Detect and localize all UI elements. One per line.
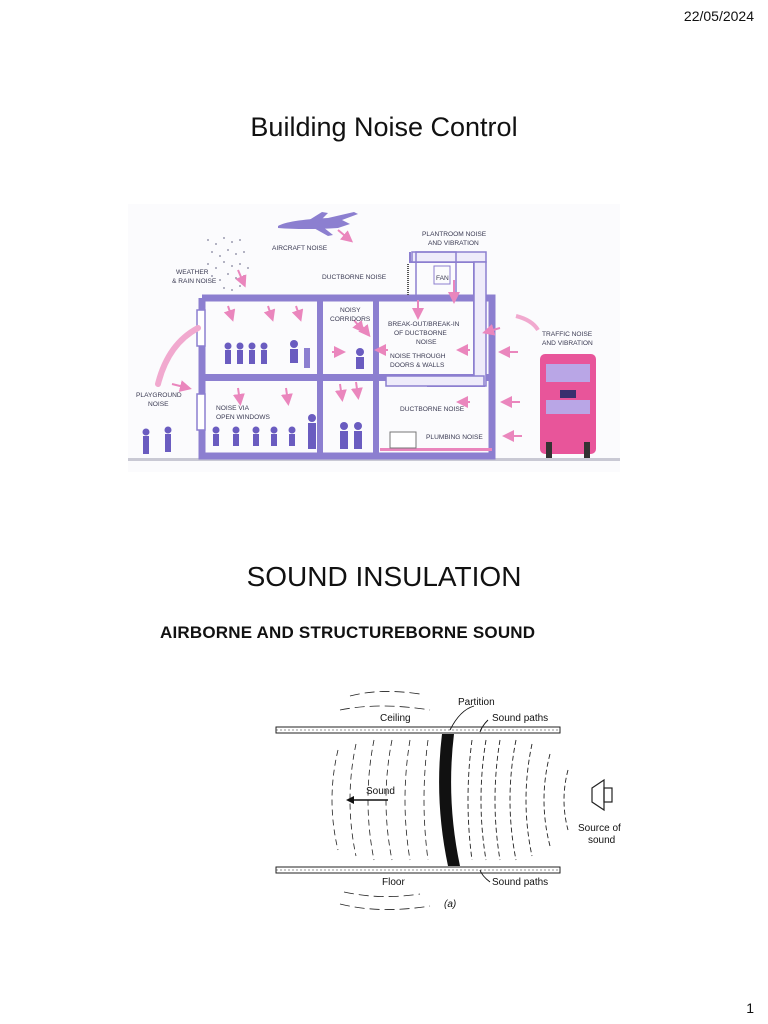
label-ductborne-top: DUCTBORNE NOISE <box>322 274 387 281</box>
label-partition: Partition <box>458 697 495 708</box>
label-breakout-2: OF DUCTBORNE <box>394 330 447 337</box>
figure-caption: (a) <box>444 899 456 910</box>
slide-date: 22/05/2024 <box>683 8 754 24</box>
label-playground-2: NOISE <box>148 401 169 408</box>
label-windows-2: OPEN WINDOWS <box>216 414 270 421</box>
label-sound-paths-top: Sound paths <box>492 713 548 724</box>
slide-title-building-noise: Building Noise Control <box>250 112 518 142</box>
sound-paths-diagram: Partition Ceiling Sound paths Sound Sour… <box>270 684 640 916</box>
label-breakout-1: BREAK-OUT/BREAK-IN <box>388 321 460 328</box>
label-plantroom-2: AND VIBRATION <box>428 240 479 247</box>
bus-icon <box>540 354 596 458</box>
label-weather-2: & RAIN NOISE <box>172 278 217 285</box>
label-source-2: sound <box>588 835 615 846</box>
label-breakout-3: NOISE <box>416 339 437 346</box>
label-doors-2: DOORS & WALLS <box>390 362 445 369</box>
label-noisy-2: CORRIDORS <box>330 316 371 323</box>
label-doors-1: NOISE THROUGH <box>390 353 446 360</box>
aircraft-icon <box>278 212 358 236</box>
slide-title-sound-insulation: SOUND INSULATION <box>246 561 522 592</box>
page-number: 1 <box>746 1000 754 1016</box>
label-weather-1: WEATHER <box>176 269 209 276</box>
label-playground-1: PLAYGROUND <box>136 392 182 399</box>
slide-subtitle: AIRBORNE AND STRUCTUREBORNE SOUND <box>160 623 536 642</box>
label-plumbing: PLUMBING NOISE <box>426 434 483 441</box>
label-windows-1: NOISE VIA <box>216 405 250 412</box>
label-traffic-1: TRAFFIC NOISE <box>542 331 593 338</box>
label-source-1: Source of <box>578 823 621 834</box>
label-fan: FAN <box>436 275 449 282</box>
building-noise-diagram: AIRCRAFT NOISE PLANTROOM NOISE AND VIBRA… <box>128 204 620 472</box>
speaker-icon <box>591 778 613 812</box>
label-ductborne-bottom: DUCTBORNE NOISE <box>400 406 465 413</box>
label-plantroom-1: PLANTROOM NOISE <box>422 231 487 238</box>
label-aircraft: AIRCRAFT NOISE <box>272 245 328 252</box>
label-noisy-1: NOISY <box>340 307 361 314</box>
label-sound: Sound <box>366 786 395 797</box>
people-icons <box>142 340 364 454</box>
label-floor: Floor <box>382 877 405 888</box>
label-sound-paths-bottom: Sound paths <box>492 877 548 888</box>
label-traffic-2: AND VIBRATION <box>542 340 593 347</box>
label-ceiling: Ceiling <box>380 713 411 724</box>
